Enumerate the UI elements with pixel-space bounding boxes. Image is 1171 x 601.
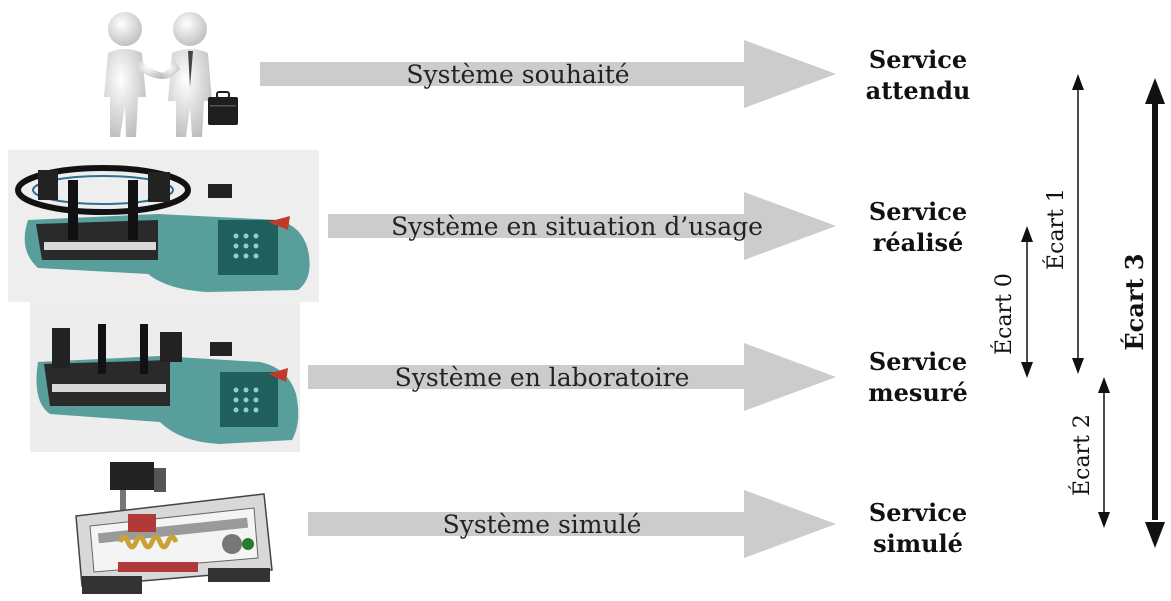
service-simule-label: Service simulé: [843, 497, 993, 559]
arrow-shape: [308, 343, 836, 411]
arrow-shape: [328, 192, 836, 260]
cad-mechanism-illustration: [68, 458, 278, 600]
ecart2-double-arrow: [1098, 377, 1110, 528]
arrow-systeme-laboratoire: Système en laboratoire: [308, 343, 836, 411]
arrow-systeme-situation-usage: Système en situation d’usage: [328, 192, 836, 260]
string-machine-lab-photo: [30, 302, 300, 452]
arrow-shape: [260, 40, 836, 108]
service-realise-label: Service réalisé: [843, 196, 993, 258]
ecart1-double-arrow: [1072, 74, 1084, 374]
arrow-shape: [308, 490, 836, 558]
arrow-label: Système souhaité: [406, 59, 630, 89]
service-mesure-label: Service mesuré: [843, 346, 993, 408]
ecart1-label: Écart 1: [1044, 188, 1069, 270]
service-line1: Service: [868, 347, 968, 376]
ecart3-double-arrow: [1145, 78, 1165, 548]
service-line1: Service: [868, 197, 968, 226]
service-line2: simulé: [873, 529, 963, 558]
arrow-label: Système en laboratoire: [394, 362, 690, 392]
service-attendu-label: Service attendu: [843, 44, 993, 106]
string-machine-photo: [8, 150, 319, 302]
service-line2: attendu: [865, 76, 971, 105]
arrow-systeme-simule: Système simulé: [308, 490, 836, 558]
arrow-systeme-souhaite: Système souhaité: [260, 40, 836, 108]
arrow-label: Système en situation d’usage: [391, 211, 763, 241]
ecart0-double-arrow: [1021, 226, 1033, 378]
service-line2: mesuré: [868, 378, 968, 407]
ecart3-label: Écart 3: [1120, 253, 1149, 351]
service-line1: Service: [868, 45, 968, 74]
ecart2-label: Écart 2: [1070, 414, 1095, 496]
service-line2: réalisé: [872, 228, 964, 257]
service-line1: Service: [868, 498, 968, 527]
ecart0-label: Écart 0: [992, 273, 1017, 355]
arrow-label: Système simulé: [442, 509, 642, 539]
handshake-figures-illustration: [90, 5, 250, 145]
